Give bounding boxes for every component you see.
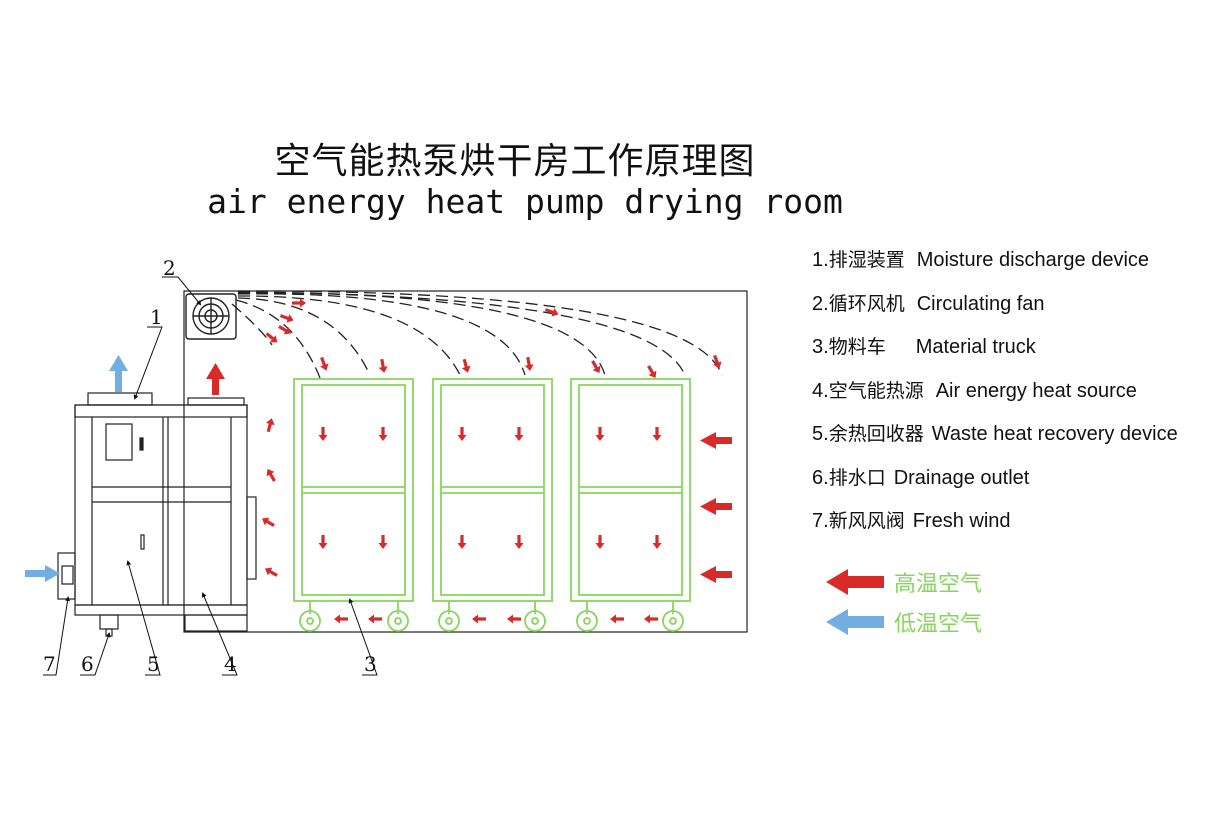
airflow-arrow [368, 614, 382, 624]
airflow-arrow [544, 308, 559, 317]
callout-numbers: 1 2 3 4 5 6 7 [43, 256, 377, 676]
material-truck-3 [570, 378, 691, 632]
airflow-arrow [261, 517, 275, 527]
drying-room-outline [183, 290, 748, 633]
cold-arrow-icon [826, 609, 884, 635]
diagram-title-chinese: 空气能热泵烘干房工作原理图 [274, 141, 756, 182]
high-temp-legend: 高温空气 [826, 562, 982, 602]
airflow-arrow [264, 567, 278, 577]
airflow-arrow [610, 614, 624, 624]
airflow-arrow [318, 427, 328, 441]
low-temp-legend: 低温空气 [826, 602, 982, 642]
airflow-arrow [378, 535, 388, 549]
airflow-arrow [279, 314, 294, 323]
airflow-arrow [514, 535, 524, 549]
airflow-arrow [595, 535, 605, 549]
airflow-arrow [334, 614, 348, 624]
small-airflow-arrows [261, 298, 722, 624]
low-temp-label: 低温空气 [894, 612, 983, 637]
callout-lines [43, 276, 378, 676]
material-truck-2 [432, 378, 553, 632]
circulating-fan [185, 293, 237, 340]
airflow-arrow [652, 535, 662, 549]
airflow-arrow [318, 535, 328, 549]
airflow-arrow [266, 468, 276, 482]
moisture-discharge-device [87, 392, 153, 406]
callout-1: 1 [150, 305, 163, 329]
airflow-arrow [320, 356, 329, 371]
airflow-arrow [292, 298, 306, 308]
hot-air-up-arrow [206, 363, 225, 395]
callout-5: 5 [147, 652, 160, 676]
airflow-arrow [457, 535, 467, 549]
airflow-arrow [378, 358, 388, 373]
airflow-arrow [461, 358, 471, 373]
callout-7: 7 [43, 652, 56, 676]
callout-4: 4 [224, 652, 237, 676]
airflow-arrow [652, 427, 662, 441]
airflow-arrow [378, 427, 388, 441]
material-truck-1 [293, 378, 414, 632]
airflow-arrow [507, 614, 521, 624]
airflow-arrow [524, 356, 534, 371]
airflow-arrow [591, 360, 601, 374]
airflow-arrow [713, 354, 722, 369]
callout-3: 3 [364, 652, 377, 676]
cold-air-exhaust-arrow [109, 355, 128, 392]
callout-2: 2 [163, 256, 176, 280]
diagram-title-english: air energy heat pump drying room [207, 182, 843, 221]
airflow-lines [231, 290, 723, 379]
airflow-arrow [647, 365, 657, 379]
air-temperature-legend: 高温空气 低温空气 [826, 562, 982, 642]
callout-6: 6 [81, 652, 94, 676]
heat-pump-unit [57, 392, 257, 637]
airflow-arrow [278, 325, 292, 335]
airflow-arrow [514, 427, 524, 441]
airflow-arrow [595, 427, 605, 441]
return-air-arrows [700, 432, 732, 583]
airflow-arrow [265, 332, 278, 343]
fresh-air-in-arrow [25, 565, 60, 582]
hot-arrow-icon [826, 569, 884, 595]
high-temp-label: 高温空气 [894, 572, 983, 597]
airflow-arrow [457, 427, 467, 441]
airflow-arrow [472, 614, 486, 624]
airflow-arrow [644, 614, 658, 624]
airflow-arrow [265, 418, 275, 433]
